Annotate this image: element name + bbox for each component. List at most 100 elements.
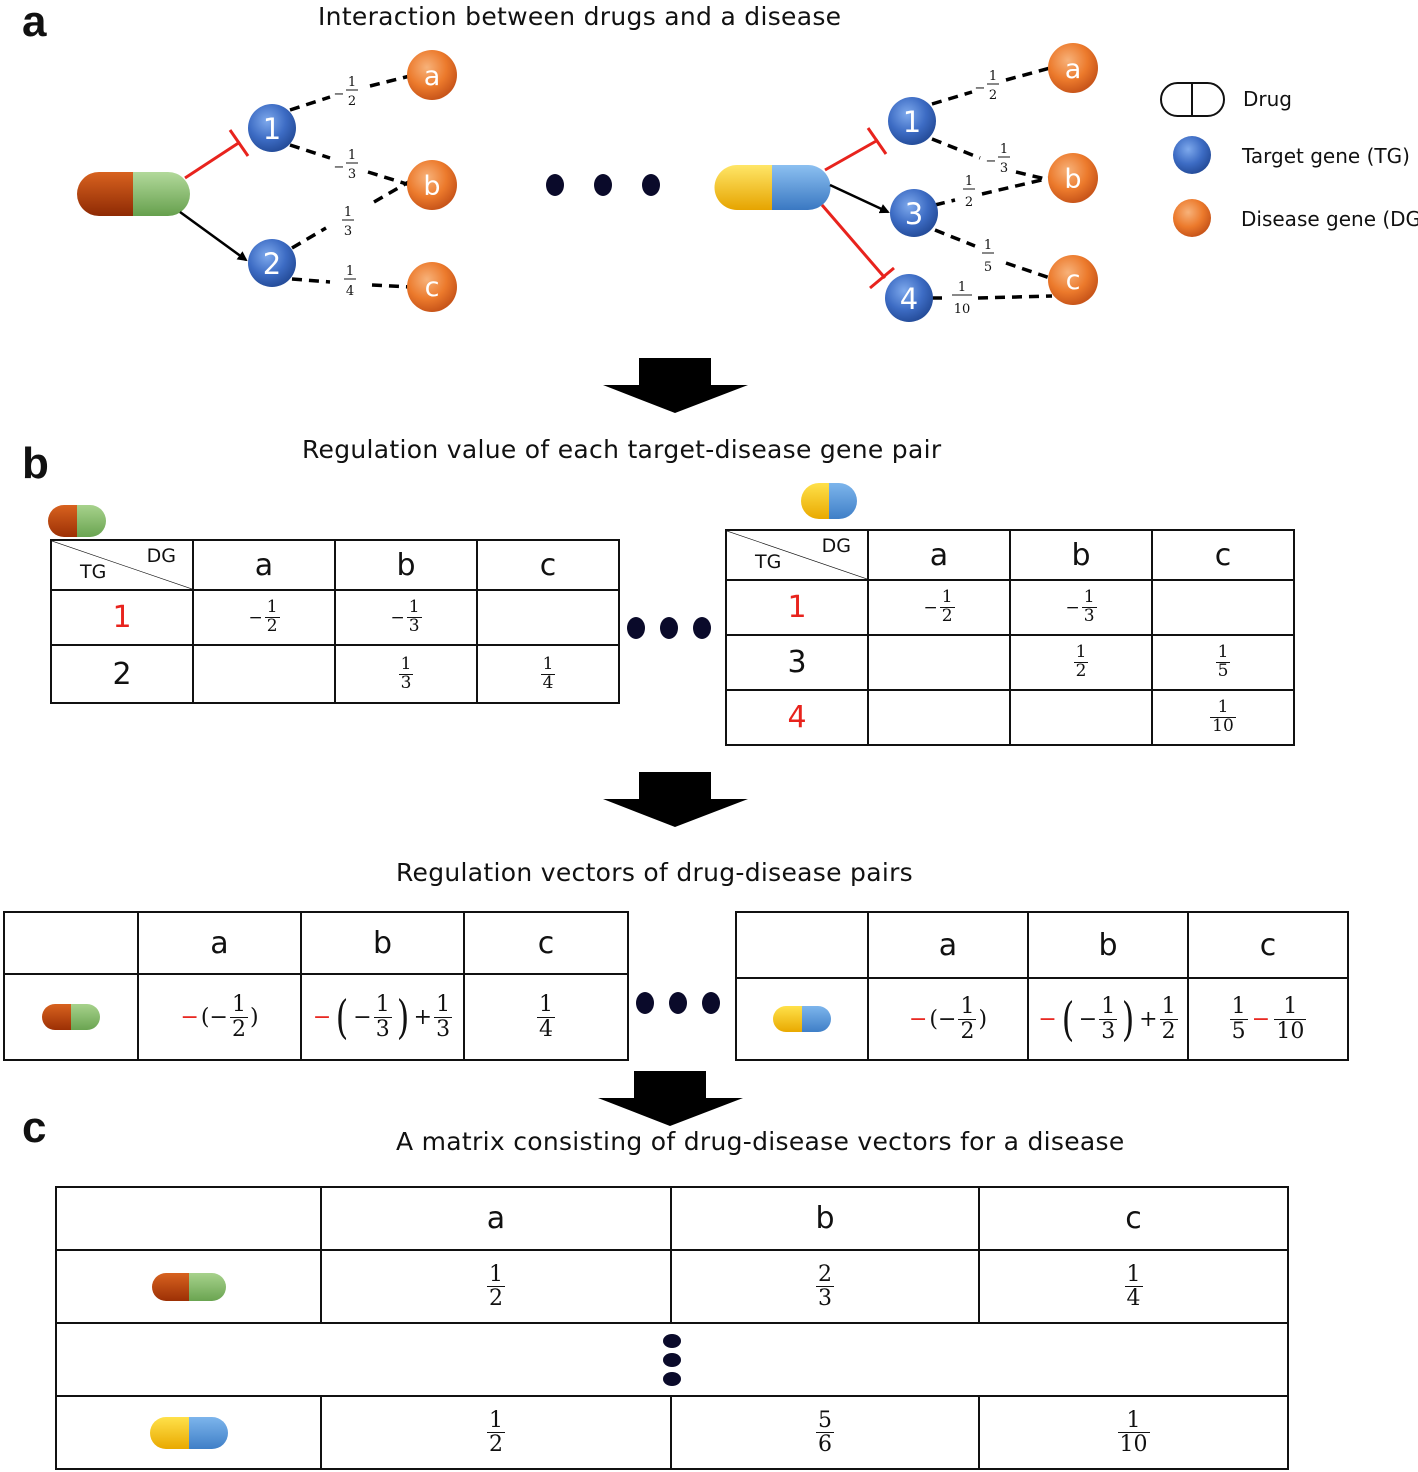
drug-cell — [735, 977, 869, 1061]
svg-text:2: 2 — [263, 247, 281, 281]
regulation-value-1-c — [476, 589, 620, 646]
svg-text:10: 10 — [954, 302, 971, 317]
svg-text:1: 1 — [984, 238, 992, 253]
row-label-tg: 1 — [725, 579, 869, 636]
svg-text:b: b — [423, 171, 440, 202]
drug-capsule-red-green — [77, 172, 190, 216]
flow-arrow-2 — [603, 772, 748, 827]
column-header-b: b — [670, 1186, 980, 1251]
column-header-b: b — [300, 911, 465, 975]
panel-a-title: Interaction between drugs and a disease — [318, 2, 842, 31]
svg-text:a: a — [1065, 54, 1082, 85]
corner-cell: DG TG — [50, 539, 194, 591]
row-label-tg: 1 — [50, 589, 194, 646]
svg-text:2: 2 — [989, 88, 997, 103]
column-header-c: c — [1187, 911, 1349, 979]
disease-gene-node-a-right: a — [1048, 43, 1098, 93]
disease-gene-node-b-right: b — [1048, 153, 1098, 203]
svg-text:c: c — [425, 272, 440, 303]
column-header-c: c — [476, 539, 620, 591]
legend-target-gene-icon — [1173, 136, 1211, 174]
svg-text:1: 1 — [344, 205, 352, 220]
empty-header-cell — [3, 911, 139, 975]
ellipsis-dots-vectors — [636, 992, 720, 1014]
target-gene-node-2-left: 2 — [248, 239, 296, 287]
drug-cell — [55, 1249, 322, 1324]
activate-edge-to-2 — [179, 210, 248, 262]
row-label-tg: 4 — [725, 689, 869, 746]
column-header-b: b — [1009, 529, 1153, 581]
drug-cell — [55, 1395, 322, 1470]
corner-cell: DG TG — [725, 529, 869, 581]
panel-a-letter: a — [22, 0, 47, 46]
disease-gene-node-a-left: a — [407, 50, 457, 100]
inhibit-edge-to-1 — [184, 140, 241, 180]
svg-text:1: 1 — [958, 280, 966, 295]
interaction-network-diagram: 1 2 a b c − 1 2 − 1 3 1 3 1 4 — [77, 43, 1225, 322]
svg-text:1: 1 — [1000, 142, 1008, 157]
vectors-title: Regulation vectors of drug-disease pairs — [396, 858, 913, 887]
drug-capsule-red-green-icon — [151, 1272, 226, 1301]
svg-text:4: 4 — [900, 282, 918, 316]
svg-text:4: 4 — [346, 284, 354, 299]
column-header-c: c — [978, 1186, 1289, 1251]
svg-text:−: − — [334, 160, 345, 175]
svg-text:1: 1 — [346, 264, 354, 279]
target-gene-node-3-right: 3 — [890, 189, 938, 237]
regulation-value-4-b — [1009, 689, 1153, 746]
inhibit-edge-to-4-right — [820, 204, 887, 279]
left-regulation-edges — [289, 74, 413, 289]
svg-text:−: − — [986, 154, 997, 169]
target-gene-node-1-left: 1 — [248, 104, 296, 152]
column-header-a: a — [867, 911, 1029, 979]
legend-target-gene-label: Target gene (TG) — [1242, 144, 1410, 168]
vertical-ellipsis-icon — [663, 1333, 681, 1386]
panel-b-title: Regulation value of each target-disease … — [302, 435, 942, 464]
svg-text:a: a — [424, 61, 441, 92]
svg-text:−: − — [975, 81, 986, 96]
column-header-b: b — [334, 539, 478, 591]
left-edge-weights: − 12 − 13 13 14 — [334, 75, 358, 299]
corner-dg-label: DG — [146, 545, 176, 567]
target-gene-node-4-right: 4 — [885, 274, 933, 322]
svg-text:1: 1 — [965, 174, 973, 189]
right-edge-weights: − 12 − 13 12 15 110 — [952, 69, 1010, 317]
legend-disease-gene-label: Disease gene (DG) — [1241, 207, 1418, 231]
ellipsis-row — [55, 1322, 1289, 1397]
svg-text:−: − — [334, 87, 345, 102]
activate-edge-to-3-right — [829, 183, 890, 214]
svg-text:1: 1 — [903, 105, 921, 139]
column-header-a: a — [137, 911, 302, 975]
panel-c-letter: c — [22, 1103, 47, 1152]
svg-text:3: 3 — [905, 197, 923, 231]
inhibit-bar — [228, 129, 250, 157]
ellipsis-dots-a — [546, 174, 660, 196]
column-header-c: c — [463, 911, 629, 975]
svg-text:3: 3 — [348, 167, 356, 182]
regulation-value-2-a — [192, 644, 336, 704]
legend-disease-gene-icon — [1173, 199, 1211, 237]
ellipsis-dots-b — [627, 617, 711, 639]
inhibit-bar-4-right — [869, 266, 895, 290]
svg-text:1: 1 — [263, 112, 281, 146]
drug-cell — [3, 973, 139, 1061]
regulation-value-3-a — [867, 634, 1011, 691]
